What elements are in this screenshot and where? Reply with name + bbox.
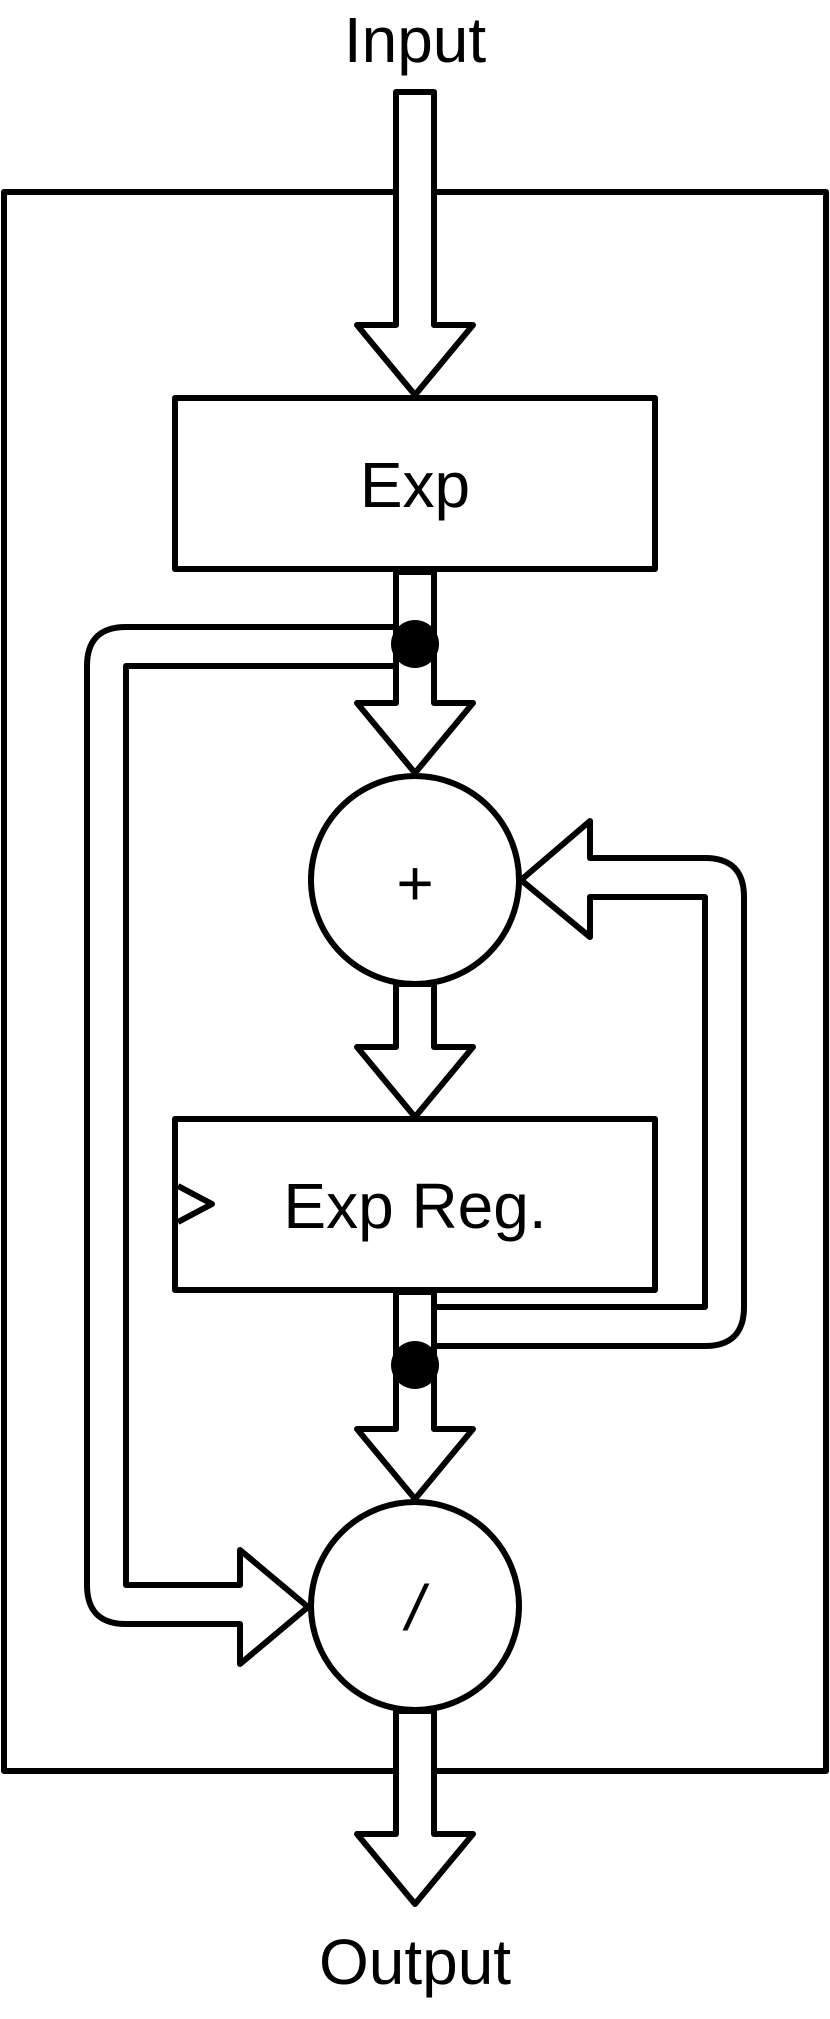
adder-to-exp-reg-arrow — [354, 981, 476, 1120]
exp-reg-block — [172, 1116, 658, 1293]
output-label: Output — [319, 1926, 511, 1998]
input-label: Input — [344, 4, 487, 76]
exp-block-label: Exp — [360, 449, 470, 521]
exp-reg-to-adder-feedback-arrow — [431, 818, 747, 1349]
exp-reg-block-label: Exp Reg. — [283, 1170, 546, 1242]
exp-reg-clock-marker — [176, 1183, 215, 1225]
exp-to-divider-feedback-arrow — [84, 624, 399, 1667]
exp-reg-to-divider-arrow — [354, 1289, 476, 1502]
exp-to-adder-arrow — [354, 569, 476, 776]
output-arrow — [354, 1708, 476, 1907]
exp-junction-dot — [391, 620, 439, 668]
input-arrow — [354, 89, 476, 398]
exp-reg-junction-dot — [391, 1341, 439, 1389]
adder-symbol: + — [396, 847, 433, 919]
